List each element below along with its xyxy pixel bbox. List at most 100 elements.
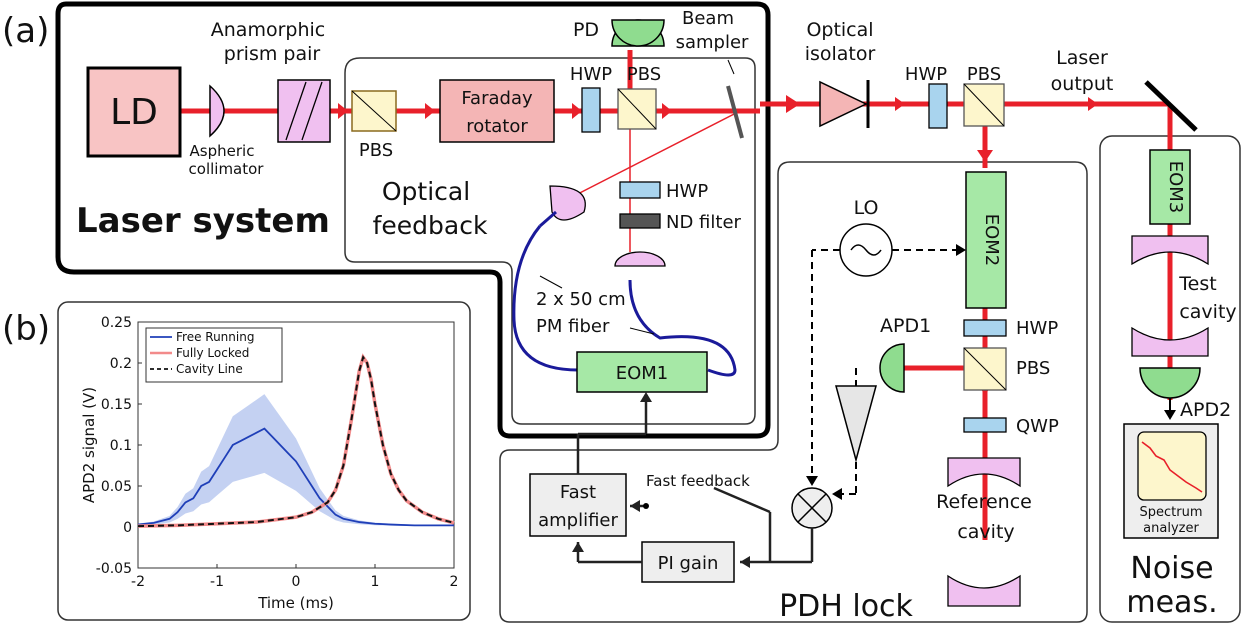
reference-cavity-mirror-1 [947,457,1021,488]
apd2 [1139,367,1201,399]
noise-title-1: Noise [1130,551,1213,586]
eom3 [1149,149,1191,225]
hwp-2 [928,83,948,129]
coupler-lens-2 [549,185,586,221]
y-tick-label: 0.2 [110,356,132,372]
analyzer-screen [1137,431,1207,501]
x-axis-label: Time (ms) [257,594,334,612]
eom2-label: EOM2 [981,214,1002,267]
eom2 [965,171,1007,309]
faraday-label-1: Faraday [461,88,533,109]
eom3-label: EOM3 [1165,161,1186,214]
beam-sampler-label-1: Beam [682,8,734,29]
optical-feedback-box [344,57,756,425]
electronic-lines [576,398,814,564]
x-tick-label: 2 [450,574,459,590]
qwp-label: QWP [1016,416,1059,437]
x-tick-label: 1 [371,574,380,590]
apd1 [879,343,905,393]
y-tick-label: -0.05 [96,561,132,577]
lo-label: LO [854,197,879,219]
test-cavity-label-1: Test [1178,273,1216,295]
y-tick-label: 0.15 [101,397,132,413]
optical-isolator [819,80,868,128]
pbs-3-label: PBS [967,64,1001,85]
faraday-label-2: rotator [466,116,528,137]
beam-sampler-label-2: sampler [676,32,749,53]
qwp [963,417,1007,433]
test-cavity-label-2: cavity [1179,301,1236,323]
eom1 [576,351,708,393]
prism-label-2: prism pair [224,43,321,65]
hwp-feedback-label: HWP [666,181,708,202]
y-tick-label: 0.25 [101,315,132,331]
reference-cavity-label-1: Reference [936,491,1032,513]
ld-label: LD [110,92,158,133]
y-tick-label: 0.1 [110,438,132,454]
fast-amp-label-2: amplifier [538,510,618,531]
apd2-label: APD2 [1180,399,1231,421]
eom1-label: EOM1 [616,363,669,384]
y-tick-label: 0 [123,520,132,536]
optical-feedback-title-1: Optical [382,177,470,206]
y-tick-label: 0.05 [101,479,132,495]
reference-cavity-mirror-2 [947,574,1021,607]
coupler-lens-1 [614,251,666,267]
apd1-label: APD1 [880,315,931,337]
noise-title-2: meas. [1126,585,1217,620]
collimator-label-2: collimator [189,160,265,178]
panel-label-a: (a) [2,11,49,51]
rf-amplifier [835,385,877,463]
fast-feedback-label: Fast feedback [646,472,750,490]
free-running-line [137,427,454,527]
pbs-2-label: PBS [627,64,661,85]
beam-sampler [726,85,744,139]
hwp-2-label: HWP [905,64,947,85]
analyzer-trace [1141,441,1203,493]
laser-system-box [55,1,771,439]
pm-fiber [512,225,737,377]
chart-panel-box [57,301,471,621]
hwp-3 [963,319,1007,337]
pdh-lock-title: PDH lock [779,589,913,624]
aspheric-collimator [209,84,225,138]
x-tick-label: 0 [292,574,301,590]
optical-feedback-title-2: feedback [373,211,488,240]
x-tick-label: -1 [210,574,224,590]
hwp-feedback [619,181,661,199]
sine-icon [850,244,882,256]
pbs-1-label: PBS [359,140,393,161]
fast-amp-label-1: Fast [560,482,596,503]
prism-label-1: Anamorphic [211,19,325,41]
spectrum-label-1: Spectrum [1140,505,1203,520]
faraday-rotator [439,79,555,143]
isolator-label-2: isolator [805,43,876,65]
output-mirror [1144,80,1198,132]
anamorphic-prism-pair [277,79,331,143]
laser-output-label-2: output [1051,73,1114,95]
isolator-label-1: Optical [806,19,873,41]
laser-system-title: Laser system [76,201,330,241]
cavity-line [137,354,455,528]
pd-label: PD [573,19,599,41]
fiber-label-1: 2 x 50 cm [536,289,626,310]
reference-cavity-label-2: cavity [957,521,1014,543]
pbs-4-label: PBS [1016,358,1050,379]
spectrum-label-2: analyzer [1143,521,1199,536]
pdh-lock-box [499,161,1088,623]
nd-filter [619,213,661,229]
switch-contact [643,503,649,509]
x-tick-label: -2 [131,574,145,590]
pi-gain [641,541,735,583]
photodiode-body [611,19,665,47]
pi-gain-label: PI gain [658,553,719,574]
legend-label: Free Running [176,330,254,344]
legend-label: Fully Locked [176,346,249,360]
hwp-1 [581,87,601,133]
collimator-label-1: Aspheric [190,142,255,160]
fast-amplifier [529,473,627,537]
laser-diode [86,66,182,158]
laser-output-label-1: Laser [1056,47,1108,69]
fiber-label-2: PM fiber [536,316,610,337]
